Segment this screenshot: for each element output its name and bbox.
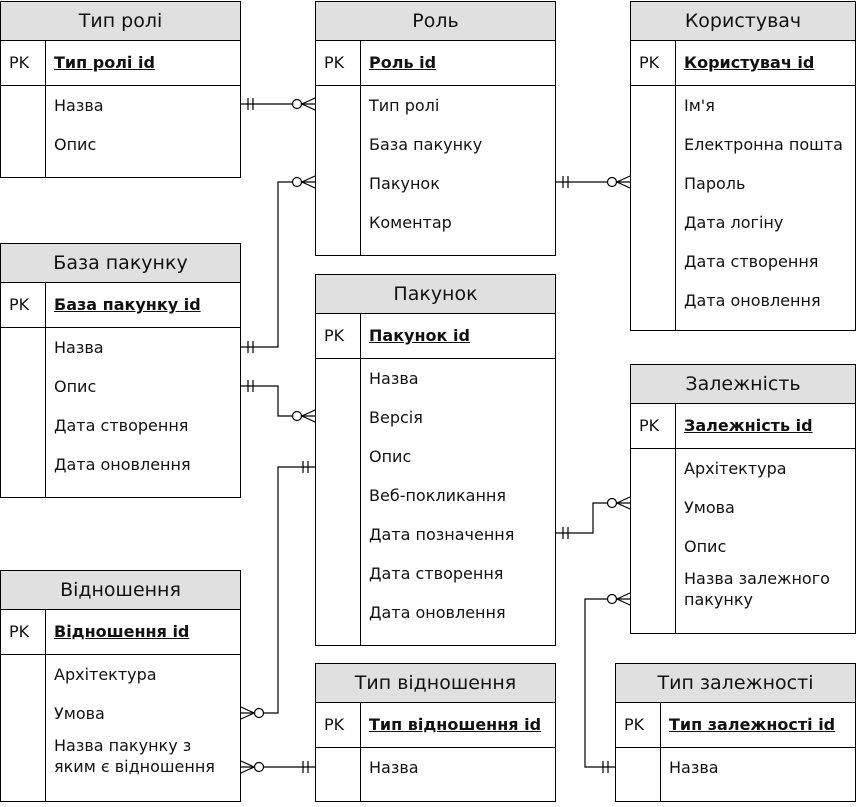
field: Опис xyxy=(684,537,727,556)
field: Назва залежного пакунку xyxy=(684,569,830,609)
pk-row: PK Відношення id xyxy=(1,610,240,655)
field: Тип ролі xyxy=(369,96,440,115)
entity-baza-pakunku: База пакунку PK База пакунку id Назва Оп… xyxy=(0,243,241,498)
field: Пакунок xyxy=(369,174,440,193)
column-divider xyxy=(675,40,676,330)
field: Назва пакунку з яким є відношення xyxy=(54,736,215,776)
relationship-pakunok-vidnoshennia xyxy=(240,461,315,720)
pk-label: PK xyxy=(624,715,645,734)
entity-tip-zalezhnosti: Тип залежності PK Тип залежності id Назв… xyxy=(615,663,856,802)
column-divider xyxy=(45,609,46,801)
entity-rol: Роль PK Роль id Тип ролі База пакунку Па… xyxy=(315,1,556,256)
entity-title: Тип відношення xyxy=(316,664,555,703)
pk-label: PK xyxy=(324,715,345,734)
entity-zalezhnist: Залежність PK Залежність id Архітектура … xyxy=(630,364,856,634)
pk-name: Тип ролі id xyxy=(54,53,155,72)
column-divider xyxy=(45,40,46,177)
field: Архітектура xyxy=(54,665,157,684)
pk-name: Тип відношення id xyxy=(369,715,542,734)
pk-label: PK xyxy=(639,416,660,435)
field: Архітектура xyxy=(684,459,787,478)
entity-tip-vidnoshennia: Тип відношення PK Тип відношення id Назв… xyxy=(315,663,556,802)
pk-name: База пакунку id xyxy=(54,295,201,314)
pk-row: PK База пакунку id xyxy=(1,283,240,328)
pk-row: PK Роль id xyxy=(316,41,555,86)
column-divider xyxy=(660,702,661,801)
pk-label: PK xyxy=(324,326,345,345)
field: Дата логіну xyxy=(684,213,784,232)
pk-name: Роль id xyxy=(369,53,437,72)
field: Дата створення xyxy=(684,252,819,271)
field: Ім'я xyxy=(684,96,715,115)
entity-title: Тип залежності xyxy=(616,664,855,703)
relationship-tip-zalezhnosti-zalezhnist xyxy=(584,592,631,773)
entity-korystuvach: Користувач PK Користувач id Ім'я Електро… xyxy=(630,1,856,331)
pk-row: PK Тип залежності id xyxy=(616,703,855,748)
field: Опис xyxy=(369,447,412,466)
relationship-baza-pakunok xyxy=(241,380,316,423)
field: Дата оновлення xyxy=(369,603,506,622)
column-divider xyxy=(675,403,676,633)
field: Назва xyxy=(54,96,104,115)
field: Дата оновлення xyxy=(54,455,191,474)
pk-name: Пакунок id xyxy=(369,326,470,345)
entity-tip-roli: Тип ролі PK Тип ролі id Назва Опис xyxy=(0,1,241,178)
field: Версія xyxy=(369,408,423,427)
pk-label: PK xyxy=(9,53,30,72)
field: Дата оновлення xyxy=(684,291,821,310)
field: Коментар xyxy=(369,213,452,232)
pk-row: PK Користувач id xyxy=(631,41,855,86)
column-divider xyxy=(360,702,361,801)
relationship-baza-rol xyxy=(241,175,316,353)
pk-name: Користувач id xyxy=(684,53,815,72)
relationship-tip-roli-rol xyxy=(241,97,316,111)
entity-title: Залежність xyxy=(631,365,855,404)
field: Назва xyxy=(669,758,719,777)
field: База пакунку xyxy=(369,135,483,154)
pk-row: PK Тип ролі id xyxy=(1,41,240,86)
pk-label: PK xyxy=(9,622,30,641)
field: Дата створення xyxy=(54,416,189,435)
field: Веб-покликання xyxy=(369,486,507,505)
column-divider xyxy=(360,40,361,255)
field: Дата позначення xyxy=(369,525,515,544)
column-divider xyxy=(360,313,361,645)
pk-row: PK Залежність id xyxy=(631,404,855,449)
pk-name: Тип залежності id xyxy=(669,715,836,734)
relationship-korystuvach-rol xyxy=(556,175,631,189)
field: Назва xyxy=(369,758,419,777)
field: Опис xyxy=(54,377,97,396)
field: Електронна пошта xyxy=(684,135,843,154)
field: Пароль xyxy=(684,174,746,193)
entity-title: Користувач xyxy=(631,2,855,41)
entity-title: База пакунку xyxy=(1,244,240,283)
field: Назва xyxy=(369,369,419,388)
entity-title: Роль xyxy=(316,2,555,41)
pk-row: PK Тип відношення id xyxy=(316,703,555,748)
field: Умова xyxy=(684,498,735,517)
field: Дата створення xyxy=(369,564,504,583)
field: Опис xyxy=(54,135,97,154)
entity-title: Тип ролі xyxy=(1,2,240,41)
relationship-tip-vidnoshennia-vidnoshennia xyxy=(240,760,315,774)
pk-label: PK xyxy=(9,295,30,314)
pk-name: Залежність id xyxy=(684,416,813,435)
pk-label: PK xyxy=(639,53,660,72)
field: Умова xyxy=(54,704,105,723)
relationship-pakunok-zalezhnist xyxy=(556,496,631,539)
pk-name: Відношення id xyxy=(54,622,190,641)
field: Назва xyxy=(54,338,104,357)
column-divider xyxy=(45,282,46,497)
entity-pakunok: Пакунок PK Пакунок id Назва Версія Опис … xyxy=(315,274,556,646)
entity-vidnoshennia: Відношення PK Відношення id Архітектура … xyxy=(0,570,241,802)
pk-row: PK Пакунок id xyxy=(316,314,555,359)
entity-title: Відношення xyxy=(1,571,240,610)
pk-label: PK xyxy=(324,53,345,72)
entity-title: Пакунок xyxy=(316,275,555,314)
